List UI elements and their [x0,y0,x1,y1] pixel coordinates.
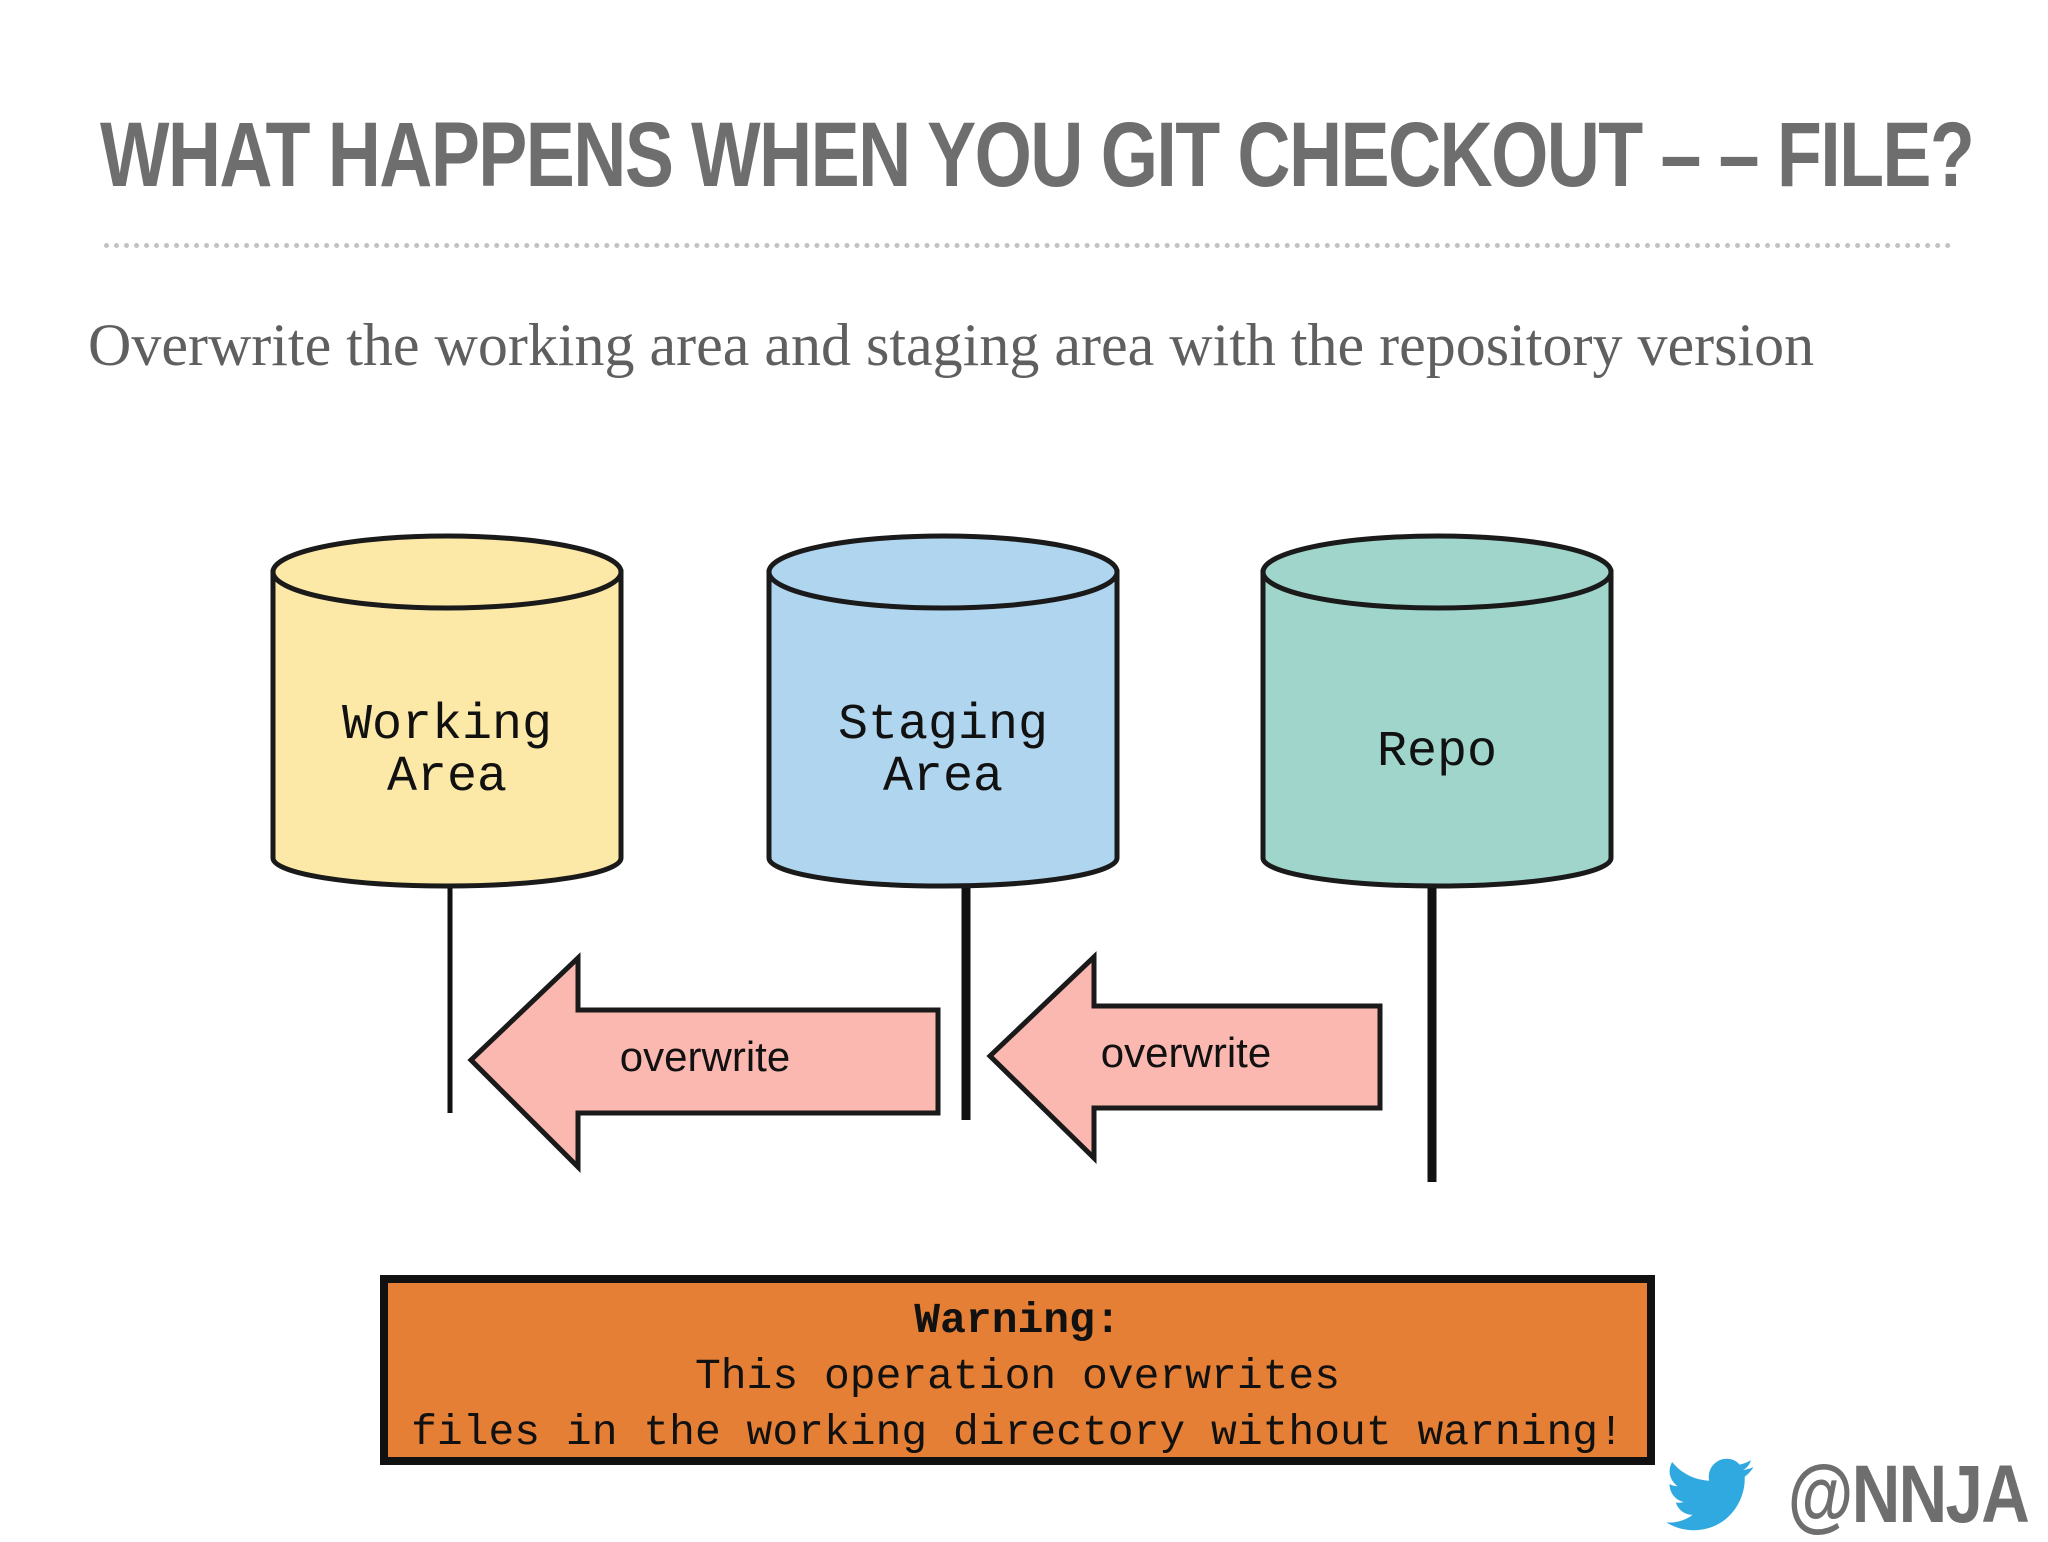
warning-line2: files in the working directory without w… [411,1408,1624,1457]
twitter-bird-icon [1666,1458,1754,1531]
overwrite-label-2: overwrite [1101,1029,1271,1076]
staging-area-label-line2: Area [883,749,1003,806]
staging-area-cylinder: Staging Area [766,533,1120,889]
warning-title: Warning: [914,1296,1121,1345]
twitter-handle-text: @NNJA [1787,1449,2030,1540]
title-divider [104,243,1952,248]
git-checkout-diagram: Working Area Staging Area Repo overwrite… [270,533,1614,1182]
slide-subtitle: Overwrite the working area and staging a… [88,312,1815,378]
working-area-cylinder: Working Area [270,533,624,889]
overwrite-arrow-staging-to-working: overwrite [467,952,941,1174]
staging-area-label-line1: Staging [838,697,1048,754]
warning-box: Warning: This operation overwrites files… [380,1275,1655,1465]
overwrite-arrow-repo-to-staging: overwrite [986,951,1383,1164]
overwrite-label-1: overwrite [620,1033,790,1080]
warning-line1: This operation overwrites [694,1352,1341,1401]
repo-label: Repo [1377,724,1497,781]
repo-cylinder: Repo [1260,533,1614,889]
twitter-handle: @NNJA [1666,1449,2030,1540]
slide-title: WHAT HAPPENS WHEN YOU GIT CHECKOUT – – F… [100,104,1975,206]
working-area-label-line1: Working [342,697,552,754]
working-area-label-line2: Area [387,749,507,806]
